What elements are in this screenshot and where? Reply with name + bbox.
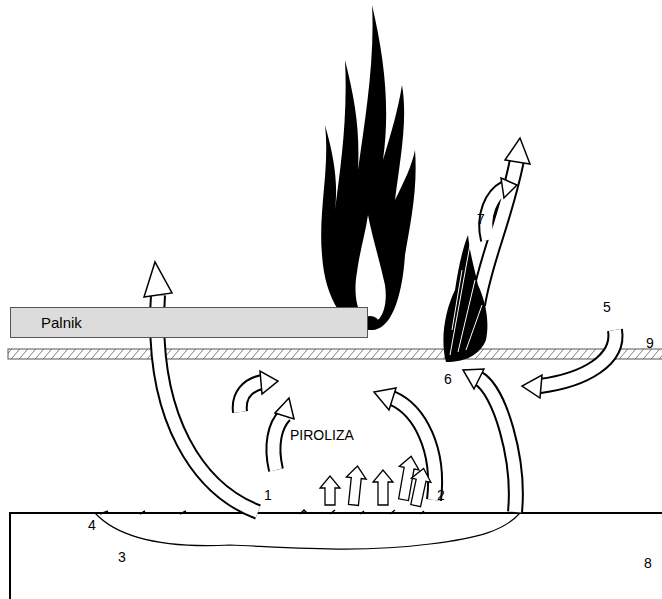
callout-number: 5	[603, 300, 611, 314]
small-flame	[443, 235, 487, 362]
callout-number: 9	[646, 336, 654, 350]
node-label: Palnik	[11, 314, 82, 331]
callout-number: 2	[437, 488, 445, 502]
flame-core	[355, 215, 385, 322]
callout-number: 8	[644, 556, 652, 570]
callout-number: 4	[88, 518, 96, 532]
burner-bar: Palnik	[10, 307, 368, 338]
process-label: PIROLIZA	[288, 428, 356, 442]
material-block	[10, 513, 662, 599]
callout-number: 7	[477, 212, 485, 226]
callout-number: 1	[264, 488, 272, 502]
char-bits	[100, 510, 424, 514]
melt-pool	[95, 513, 520, 549]
callout-number: 6	[444, 372, 452, 386]
callout-number: 3	[118, 550, 126, 564]
hatched-layer	[8, 349, 662, 359]
pyrolysis-arrows	[320, 455, 433, 508]
flame-streaks	[450, 245, 482, 355]
surface-dashed	[95, 513, 520, 514]
main-flame	[321, 5, 415, 330]
